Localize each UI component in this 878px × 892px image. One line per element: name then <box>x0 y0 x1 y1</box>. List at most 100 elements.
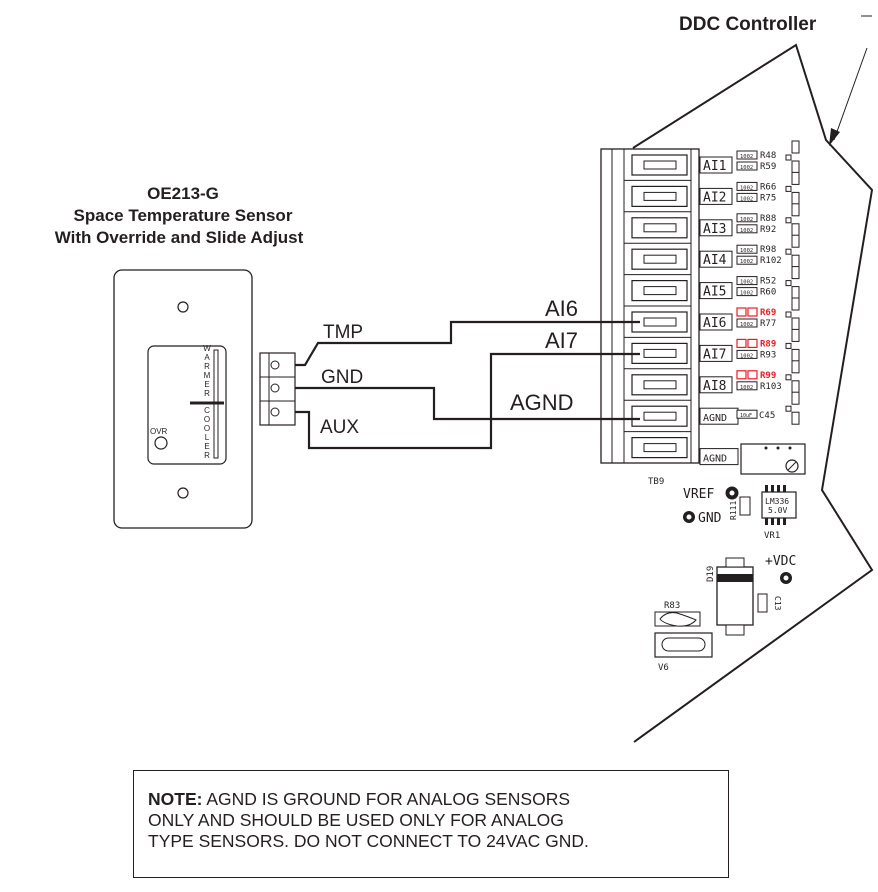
wire-gnd <box>295 386 640 421</box>
ai7-label: AI7 <box>545 328 578 353</box>
svg-text:1002: 1002 <box>740 228 753 234</box>
potentiometer <box>740 443 806 475</box>
sensor-window <box>147 345 227 465</box>
r111-resistor <box>739 496 751 516</box>
input-label-agnd: AGND <box>703 413 727 424</box>
resistor-label: R102 <box>760 256 782 266</box>
sensor-terminals <box>259 352 296 426</box>
svg-text:1002: 1002 <box>740 154 753 160</box>
resistor-label: R66 <box>760 182 776 192</box>
leader-arrowhead <box>829 128 840 146</box>
sensor-feature: With Override and Slide Adjust <box>55 228 304 247</box>
ai6-label: AI6 <box>545 296 578 321</box>
terminal-block-label: TB9 <box>648 477 664 487</box>
vdc-label: +VDC <box>765 554 796 569</box>
cooler-letter: C <box>204 406 210 415</box>
svg-text:1002: 1002 <box>740 196 753 202</box>
warmer-letter: W <box>203 344 211 353</box>
warmer-letter: M <box>204 371 211 380</box>
warmer-letter: R <box>204 389 210 398</box>
note-line-2: ONLY AND SHOULD BE USED ONLY FOR ANALOG <box>148 810 564 830</box>
svg-text:1002: 1002 <box>740 353 753 359</box>
cooler-letter: O <box>204 424 210 433</box>
wire-tmp <box>295 320 640 367</box>
vref-label: VREF <box>683 487 714 502</box>
input-label-ai7: AI7 <box>703 347 726 362</box>
wire-gnd-label: GND <box>321 367 363 388</box>
sensor-model: OE213-G <box>147 184 219 203</box>
c13-capacitor <box>757 593 768 613</box>
v6-label: V6 <box>658 663 669 673</box>
note-line-3: TYPE SENSORS. DO NOT CONNECT TO 24VAC GN… <box>148 831 589 851</box>
resistor-label: R103 <box>760 382 782 392</box>
resistor-label: R52 <box>760 277 776 287</box>
cooler-letter: L <box>205 433 210 442</box>
input-label-ai4: AI4 <box>703 253 727 268</box>
svg-text:1002: 1002 <box>740 165 753 171</box>
resistor-label: R48 <box>760 151 776 161</box>
svg-text:1002: 1002 <box>740 185 753 191</box>
c13-label: C13 <box>773 596 782 611</box>
input-label-ai2: AI2 <box>703 190 726 205</box>
wire-aux <box>295 352 640 450</box>
sensor-name: Space Temperature Sensor <box>74 206 293 225</box>
lm336-regulator <box>761 485 797 525</box>
input-label-ai8: AI8 <box>703 379 726 394</box>
override-button[interactable] <box>154 436 168 450</box>
svg-text:1002: 1002 <box>740 291 753 297</box>
warmer-letter: A <box>204 353 210 362</box>
gnd-testpoint-label: GND <box>698 511 722 526</box>
svg-text:1002: 1002 <box>740 248 753 254</box>
agnd-wire-label: AGND <box>510 390 574 415</box>
note-line-1: AGND IS GROUND FOR ANALOG SENSORS <box>202 789 571 809</box>
resistor-label: R98 <box>760 245 776 255</box>
input-label-ai3: AI3 <box>703 222 726 237</box>
resistor-label: R92 <box>760 225 776 235</box>
input-label-ai6: AI6 <box>703 316 726 331</box>
cooler-letter: E <box>204 442 209 451</box>
lm336-text: LM336 <box>765 497 789 506</box>
note-box: NOTE: AGND IS GROUND FOR ANALOG SENSORS … <box>133 770 729 878</box>
r83-resistor <box>654 611 701 627</box>
input-label-box <box>699 250 733 268</box>
warmer-letter: R <box>204 362 210 371</box>
ovr-label: OVR <box>150 427 168 436</box>
r83-label: R83 <box>664 601 680 611</box>
wire-tmp-label: TMP <box>323 322 363 343</box>
warmer-letter: E <box>204 380 209 389</box>
cooler-letter: O <box>204 415 210 424</box>
resistor-label: R59 <box>760 162 776 172</box>
c45-label: C45 <box>759 411 775 421</box>
c45-code: 10uF <box>740 413 752 419</box>
wire-aux-label: AUX <box>320 417 359 438</box>
r111-label: R111 <box>729 501 738 520</box>
cooler-letter: R <box>204 451 210 460</box>
d19-label: D19 <box>706 566 716 582</box>
terminal-block <box>600 148 700 464</box>
vr1-label: VR1 <box>764 531 780 541</box>
v6-varistor <box>654 632 713 658</box>
input-label-box <box>699 282 733 300</box>
resistor-label-red: R69 <box>760 308 776 318</box>
faceplate-screw-top <box>177 301 189 313</box>
resistor-label: R88 <box>760 214 776 224</box>
faceplate-screw-bottom <box>177 487 189 499</box>
controller-leader-line <box>833 47 868 141</box>
svg-text:1002: 1002 <box>740 217 753 223</box>
input-label-ai1: AI1 <box>703 159 726 174</box>
resistor-label: R60 <box>760 288 776 298</box>
controller-title: DDC Controller <box>679 14 817 35</box>
resistor-label-red: R89 <box>760 339 776 349</box>
lm336-voltage: 5.0V <box>768 506 787 515</box>
d19-diode <box>716 557 754 636</box>
note-lead: NOTE: <box>148 789 203 809</box>
input-label-agnd: AGND <box>703 454 727 465</box>
svg-text:1002: 1002 <box>740 280 753 286</box>
resistor-label: R77 <box>760 319 776 329</box>
input-label-box <box>699 448 739 466</box>
input-label-ai5: AI5 <box>703 285 726 300</box>
resistor-label-red: R99 <box>760 371 776 381</box>
controller-board-outline <box>632 43 874 743</box>
input-label-box <box>699 187 733 205</box>
